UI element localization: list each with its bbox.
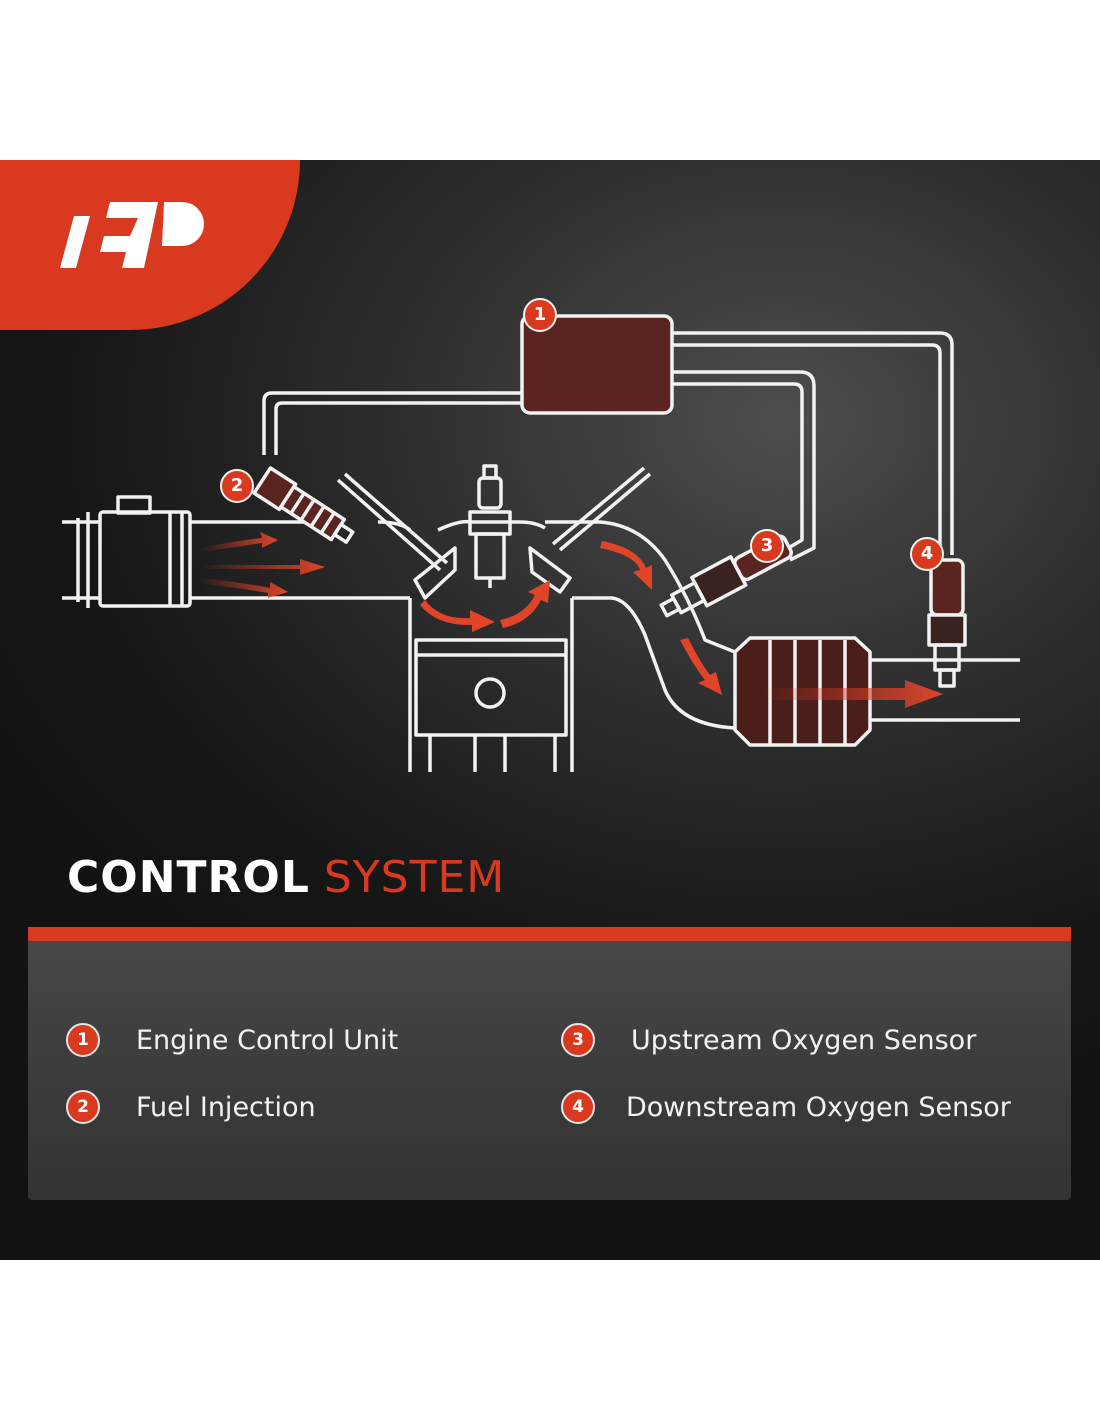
- legend-label: Downstream Oxygen Sensor: [626, 1091, 1011, 1123]
- legend-number: 1: [66, 1023, 100, 1057]
- legend-number: 2: [66, 1090, 100, 1124]
- legend-item: 4 Downstream Oxygen Sensor: [561, 1090, 1011, 1124]
- exhaust-valve: [528, 466, 652, 594]
- intake-pipe: [62, 495, 412, 608]
- legend-box: 1 Engine Control Unit 2 Fuel Injection 3…: [28, 941, 1071, 1200]
- legend-number: 3: [561, 1023, 595, 1057]
- engine-control-unit: [520, 314, 674, 415]
- downstream-sensor: [927, 558, 967, 688]
- intake-valve: [336, 472, 457, 600]
- callout-badge-downstream: 4: [910, 537, 944, 571]
- callout-badge-upstream: 3: [750, 529, 784, 563]
- accent-divider: [28, 927, 1071, 941]
- title-bold: CONTROL: [67, 852, 310, 903]
- legend-label: Engine Control Unit: [136, 1024, 399, 1056]
- wire-ecu-downstream: [672, 331, 954, 555]
- page-title: CONTROL SYSTEM: [67, 852, 505, 903]
- callout-badge-ecu: 1: [523, 298, 557, 332]
- wire-ecu-injector: [262, 391, 522, 455]
- brand-logo: [60, 202, 204, 268]
- legend-label: Upstream Oxygen Sensor: [631, 1024, 977, 1056]
- legend-item: 1 Engine Control Unit: [66, 1023, 398, 1057]
- legend-number: 4: [561, 1090, 595, 1124]
- exhaust-pipe: [545, 520, 1020, 730]
- legend-item: 3 Upstream Oxygen Sensor: [561, 1023, 976, 1057]
- wire-ecu-upstream: [672, 370, 816, 562]
- legend-item: 2 Fuel Injection: [66, 1090, 316, 1124]
- engine-block: [408, 519, 574, 772]
- fuel-injector: [252, 466, 355, 544]
- legend-label: Fuel Injection: [136, 1091, 316, 1123]
- callout-badge-injector: 2: [220, 469, 254, 503]
- spark-plug: [468, 464, 512, 588]
- flow-arrows: [200, 532, 943, 708]
- title-light: SYSTEM: [323, 852, 506, 903]
